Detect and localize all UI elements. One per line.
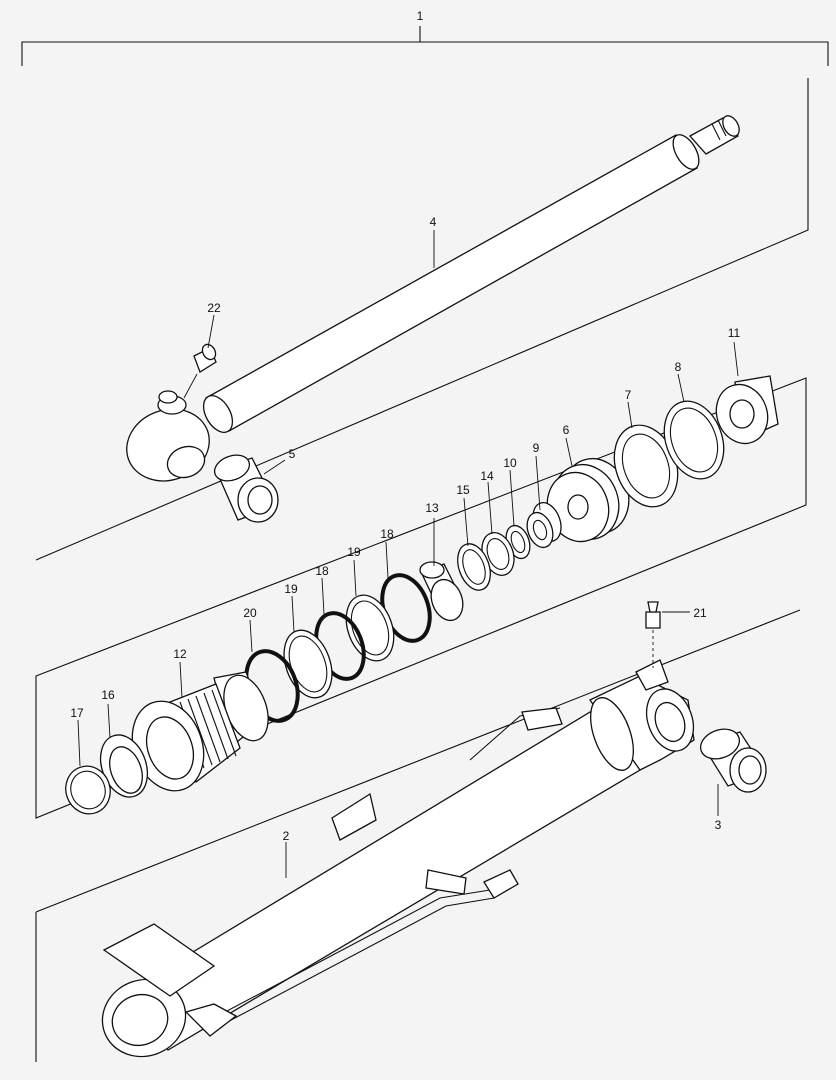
callout-9: 9 <box>533 441 540 455</box>
callout-13: 13 <box>425 501 439 515</box>
dust-seal-16 <box>99 734 149 798</box>
callout-18-upper: 18 <box>380 527 394 541</box>
callout-10: 10 <box>503 456 517 470</box>
callout-5: 5 <box>289 447 296 461</box>
callout-11: 11 <box>728 326 741 340</box>
ring-8 <box>663 400 725 480</box>
spacer-13 <box>419 561 464 622</box>
callout-19-lower: 19 <box>284 582 298 596</box>
callout-8: 8 <box>675 360 682 374</box>
cylinder-head-12 <box>131 671 269 792</box>
callout-18-lower: 18 <box>315 564 329 578</box>
callout-14: 14 <box>480 469 494 483</box>
seal-15 <box>457 543 491 591</box>
piston-6 <box>546 458 630 543</box>
callout-17: 17 <box>70 706 84 720</box>
bushing-5 <box>213 454 279 523</box>
grease-fitting-22 <box>183 343 217 399</box>
callout-21: 21 <box>693 606 707 620</box>
hydraulic-pipes <box>184 707 563 1037</box>
callout-16: 16 <box>101 688 115 702</box>
callout-19-upper: 19 <box>347 545 361 559</box>
callout-1: 1 <box>417 9 424 23</box>
group-frames <box>35 78 809 1062</box>
bushing-3 <box>699 728 767 793</box>
callout-2: 2 <box>283 829 290 843</box>
callout-3: 3 <box>715 818 722 832</box>
seal-9 <box>526 502 562 549</box>
snap-ring-17 <box>65 765 111 815</box>
callout-labels: 1 4 22 11 8 7 6 5 9 10 14 15 13 18 19 18… <box>70 9 740 843</box>
cylinder-tube-2 <box>101 659 695 1058</box>
backup-ring-19-upper <box>345 594 395 662</box>
callout-20: 20 <box>243 606 257 620</box>
assembly-bracket <box>21 26 829 66</box>
nut-11 <box>715 375 779 445</box>
leader-lines <box>77 230 739 878</box>
callout-15: 15 <box>456 483 470 497</box>
callout-4: 4 <box>430 215 437 229</box>
grease-fitting-21 <box>645 601 661 668</box>
callout-12: 12 <box>173 647 187 661</box>
callout-7: 7 <box>625 388 632 402</box>
piston-rod <box>126 115 740 482</box>
callout-6: 6 <box>563 423 570 437</box>
callout-22: 22 <box>207 301 221 315</box>
